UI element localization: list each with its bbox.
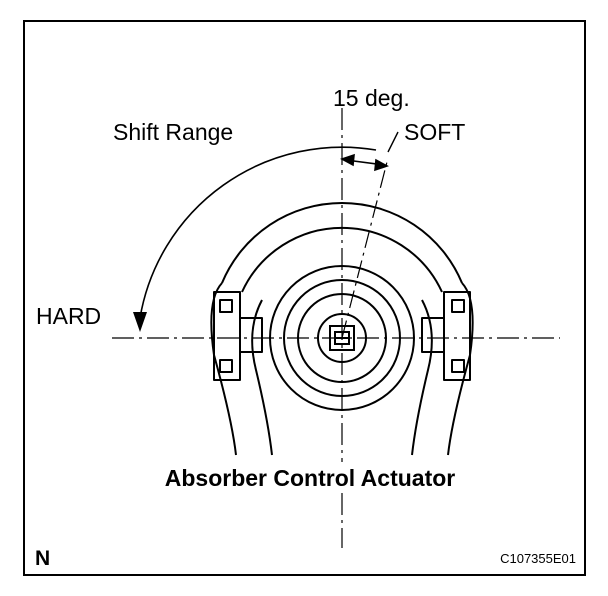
soft-position-line [341,157,389,339]
right-bracket-slot-top [451,299,465,313]
actuator-body [210,202,474,456]
left-bracket [213,291,241,381]
angle-label: 15 deg. [333,85,410,111]
figure-frame [23,20,586,576]
corner-mark: N [35,547,50,570]
diagram-title: Absorber Control Actuator [165,465,456,491]
title-backing [134,462,486,492]
soft-label: SOFT [404,119,465,145]
rod-end [329,325,355,351]
shift-range-arrowhead [133,312,147,332]
left-bracket-slot-bottom [219,359,233,373]
soft-leader [387,131,399,153]
angle-arrow-right [374,158,389,172]
housing-outer-arc [221,202,463,284]
left-bracket-slot-top [219,299,233,313]
shift-range-curve [139,146,377,319]
shift-range-label: Shift Range [113,119,233,145]
left-arm-inner [251,299,273,456]
figure-code: C107355E01 [500,551,576,566]
right-bracket-tab [421,317,444,353]
left-bracket-tab [240,317,263,353]
right-arm-inner [411,299,433,456]
rod-slot [334,331,350,345]
hard-label: HARD [36,303,101,329]
right-bracket [443,291,471,381]
angle-arrow-left [340,153,355,167]
angle-dimension [340,153,389,172]
right-bracket-slot-bottom [451,359,465,373]
shift-range-arc [133,146,377,332]
